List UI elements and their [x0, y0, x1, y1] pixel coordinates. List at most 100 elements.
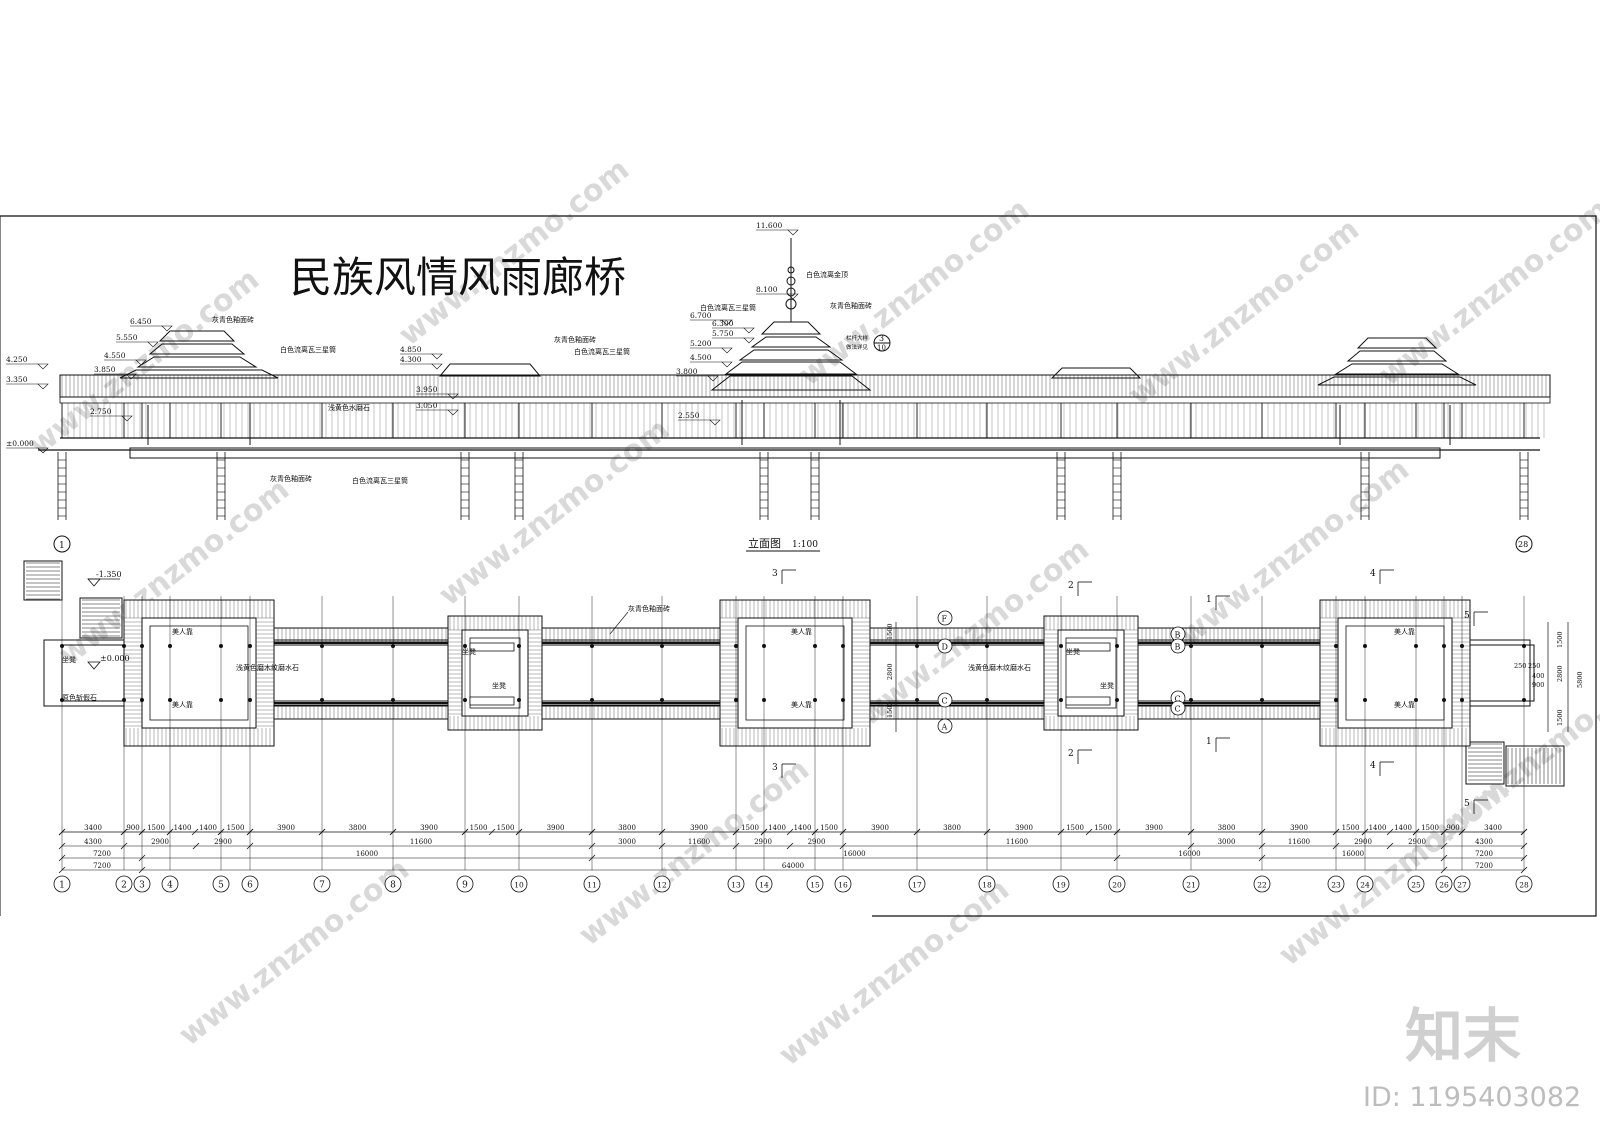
level-tri — [121, 415, 133, 422]
detail-label-top: 栏杆大样 — [846, 334, 869, 342]
grid-dot — [463, 698, 467, 702]
dim-row2-text-7: 2900 — [808, 838, 826, 846]
axis-label-14: 14 — [759, 881, 769, 890]
level-tri — [447, 393, 459, 400]
axis-label-18: 18 — [982, 881, 992, 890]
plan-seat-2 — [1065, 642, 1111, 652]
dim-row1-tick — [191, 828, 199, 836]
axis-label-6: 6 — [247, 881, 253, 891]
dim-row1-text-27: 1400 — [1369, 824, 1387, 832]
vdim-900: 900 — [1532, 681, 1544, 689]
elev-note-3: 白色流离瓦三星筒 — [280, 345, 336, 354]
grid-dot — [1059, 644, 1063, 648]
row-axis-label-4: C — [942, 697, 948, 706]
vdim-1500c: 1500 — [886, 623, 894, 640]
dim-row3-tick — [588, 854, 596, 862]
level-9: 4.550 — [104, 351, 126, 360]
row-axis-label-5: A — [941, 723, 948, 732]
grid-dot — [463, 644, 467, 648]
grid-dot — [168, 644, 172, 648]
dim-row1-text-31: 3400 — [1484, 824, 1502, 832]
axis-bubble-28 — [1515, 875, 1533, 893]
elev-note-2: 灰青色釉面砖 — [830, 301, 872, 310]
level-tri — [721, 319, 733, 326]
level-tri — [743, 337, 755, 344]
axis-bubble-14 — [755, 875, 773, 893]
axis-bubble-17 — [908, 875, 926, 893]
level-tri — [707, 375, 719, 382]
plan-seat-1 — [469, 696, 515, 706]
level-15: 3.800 — [676, 367, 698, 376]
dim-row1-text-6: 3900 — [277, 824, 295, 832]
dim-row1-tick — [1332, 828, 1340, 836]
axis-label-4: 4 — [167, 881, 173, 891]
dim-row1-text-8: 3900 — [420, 824, 438, 832]
axis-bubble-13 — [727, 875, 745, 893]
dim-row4-tick — [138, 866, 146, 874]
watermark-text-9: www.znzmo.com — [1372, 192, 1600, 393]
axis-bubble-4 — [161, 875, 179, 893]
level-tri — [37, 383, 49, 390]
dim-row2-text-1: 2900 — [151, 838, 169, 846]
level-1: 8.100 — [756, 285, 778, 294]
note-seat-5: 坐凳 — [62, 655, 76, 664]
level-7: 5.200 — [690, 339, 712, 348]
detail-reference: 栏杆大样 做法详见 3 10 — [846, 334, 891, 352]
axis-bubble-22 — [1253, 875, 1271, 893]
grid-dot — [517, 698, 521, 702]
grid-dot — [219, 644, 223, 648]
dim-row4-text-2: 7200 — [1475, 862, 1493, 870]
section-mark-4: 1 — [1206, 595, 1212, 605]
level-8: 4.850 — [400, 345, 422, 354]
dim-row1-text-15: 1400 — [768, 824, 786, 832]
dim-row2-tick — [839, 842, 847, 850]
axis-bubble-24 — [1356, 875, 1374, 893]
watermark-text-4: www.znzmo.com — [572, 752, 816, 953]
axis-label-16: 16 — [838, 881, 848, 890]
plan-pavilion-3 — [447, 615, 543, 731]
level-17: 3.050 — [416, 401, 438, 410]
axis-label-12: 12 — [657, 881, 667, 890]
elevation-caption: 立面图 — [748, 536, 781, 550]
dim-row1-text-14: 1500 — [741, 824, 759, 832]
grid-dot — [762, 644, 766, 648]
dim-row1-tick — [58, 828, 66, 836]
dim-row2-tick — [58, 842, 66, 850]
level-tri — [147, 341, 159, 348]
dim-row2-tick — [120, 842, 128, 850]
axis-bubble-16 — [834, 875, 852, 893]
dim-row3-text-1: 16000 — [356, 850, 378, 858]
row-axis-bubble-1 — [937, 638, 953, 654]
dim-row3-tick — [1113, 854, 1121, 862]
grid-dot — [517, 644, 521, 648]
level-tri — [787, 293, 799, 300]
section-mark-1: 3 — [772, 763, 778, 773]
axis-bubble-19 — [1052, 875, 1070, 893]
dim-row3-text-0: 7200 — [93, 850, 111, 858]
axis-bubble-12 — [653, 875, 671, 893]
grid-dot — [122, 698, 126, 702]
material-notes: 白色流离金顶灰青色釉面砖灰青色釉面砖白色流离瓦三星筒白色流离瓦三星筒灰青色釉面砖… — [212, 270, 872, 485]
dim-row2-tick — [732, 842, 740, 850]
dim-row2-tick — [192, 842, 200, 850]
grid-dot — [985, 644, 989, 648]
level-20: ±0.000 — [6, 439, 34, 448]
level-tri — [787, 229, 799, 236]
axis-label-20: 20 — [1112, 881, 1122, 890]
axis-label-10: 10 — [514, 881, 524, 890]
axis-bubble-6 — [241, 875, 259, 893]
dim-row1-tick — [1113, 828, 1121, 836]
grid-dot — [1260, 644, 1264, 648]
dim-row1-text-12: 3800 — [618, 824, 636, 832]
dim-row1-text-17: 1500 — [820, 824, 838, 832]
note-terrazzo-1: 浅黄色磨木纹磨水石 — [236, 663, 299, 672]
pavilion-core — [745, 625, 845, 721]
pavilion-inner — [1337, 617, 1453, 729]
axis-bubble-9 — [456, 875, 474, 893]
dim-row3-text-3: 16000 — [1178, 850, 1200, 858]
plan-pavilion-0 — [123, 599, 275, 747]
axis-bubble-18 — [978, 875, 996, 893]
axis-label-9: 9 — [462, 881, 468, 891]
section-mark-5: 1 — [1206, 737, 1212, 747]
